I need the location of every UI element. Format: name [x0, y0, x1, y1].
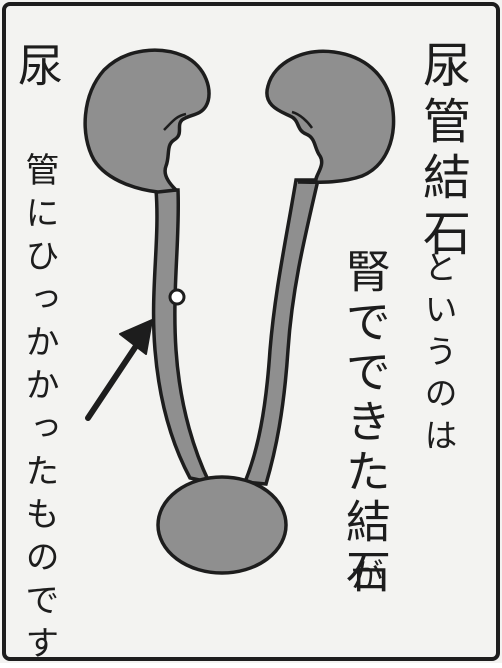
caption-middle-2: が	[345, 558, 384, 595]
panel-border	[2, 2, 500, 661]
caption-middle-1: 腎でできた結石	[338, 248, 391, 598]
right-kidney-hilum-line	[291, 110, 314, 129]
left-ureter	[151, 188, 213, 485]
right-kidney	[265, 49, 396, 184]
bladder	[156, 475, 288, 575]
left-kidney	[83, 48, 211, 194]
caption-right-2: というのは	[419, 250, 458, 460]
caption-left-2: 管にひっかかったものです	[19, 152, 59, 668]
arrow-icon	[85, 319, 153, 421]
stone	[168, 288, 186, 306]
caption-left-1: 尿	[10, 42, 63, 94]
caption-right-1: 尿管結石	[414, 40, 470, 264]
left-kidney-hilum-line	[163, 112, 187, 131]
right-ureter	[242, 178, 321, 486]
